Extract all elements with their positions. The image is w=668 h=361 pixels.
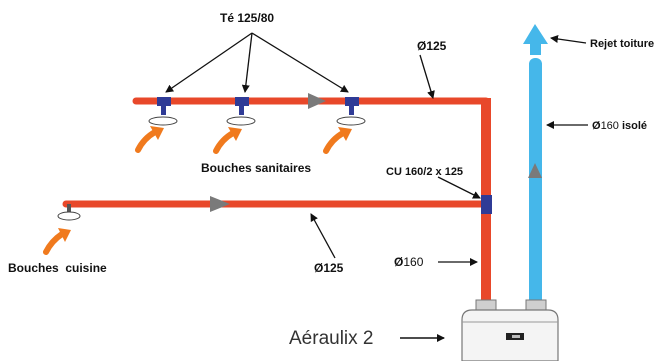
tee-fitting-1	[148, 97, 178, 126]
airflow-arrows	[43, 126, 352, 255]
tee-connector-icon	[235, 97, 249, 106]
airflow-arrow-head	[58, 228, 71, 242]
kitchen-mouth	[57, 204, 81, 221]
te-leader-2	[241, 32, 253, 93]
tee-stem	[239, 106, 244, 115]
tee-fitting-2	[226, 97, 256, 126]
leader-lines	[165, 32, 588, 342]
diam160-label: Ø160	[394, 255, 424, 269]
airflow-arrow-icon	[323, 130, 346, 154]
exhaust-mouth-icon	[226, 116, 256, 126]
exhaust-mouth-icon	[336, 116, 366, 126]
tee-stem	[161, 106, 166, 115]
isole-suffix: isolé	[622, 120, 647, 132]
exhaust-flow-arrow-icon	[528, 163, 542, 178]
bouches-cuisine-label: Bouches cuisine	[8, 261, 107, 275]
diam-top-leader	[419, 54, 435, 99]
rejet-leader	[550, 35, 587, 44]
kitchen-mouth-icon	[57, 211, 81, 221]
exhaust-duct	[523, 24, 548, 306]
tee-fitting-3	[336, 97, 366, 126]
unit-display-window	[512, 335, 520, 338]
exhaust-mouth-icon	[148, 116, 178, 126]
airflow-arrow-icon	[135, 129, 158, 153]
kitchen-mouth-stem	[67, 204, 71, 214]
cu-connector-icon	[481, 195, 492, 214]
supply-duct-network	[62, 97, 491, 308]
diam160-num: 160	[403, 255, 423, 269]
bottom-flow-arrow-icon	[210, 196, 230, 212]
diam-bottom-label: Ø125	[314, 261, 344, 275]
cu-label: CU 160/2 x 125	[386, 166, 463, 178]
tee-connector-icon	[157, 97, 171, 106]
cu-leader	[437, 176, 481, 199]
isole-num: 160	[601, 120, 619, 132]
top-flow-arrow-icon	[308, 93, 326, 109]
te-leader-3	[251, 32, 349, 93]
tee-connector-icon	[345, 97, 359, 106]
exhaust-up-arrow-icon	[523, 24, 548, 55]
isole-prefix: Ø	[592, 120, 601, 132]
airflow-arrow-icon	[43, 231, 65, 255]
diam-bottom-leader	[310, 213, 336, 259]
te-label: Té 125/80	[220, 11, 274, 25]
diam160-prefix: Ø	[394, 255, 403, 269]
rejet-label: Rejet toiture	[590, 38, 654, 50]
airflow-arrow-head	[150, 126, 164, 140]
airflow-arrow-head	[338, 127, 352, 141]
te-leader-1	[165, 32, 253, 93]
bouches-sanitaires-label: Bouches sanitaires	[201, 161, 311, 175]
tee-stem	[349, 106, 354, 115]
diam-top-label: Ø125	[417, 39, 447, 53]
unit-label: Aéraulix 2	[289, 328, 374, 349]
isole-label: Ø160 isolé	[592, 120, 647, 132]
exhaust-pipe	[529, 58, 542, 306]
airflow-arrow-head	[228, 127, 242, 141]
aeraulix-unit	[461, 299, 559, 361]
airflow-arrow-icon	[213, 130, 236, 154]
